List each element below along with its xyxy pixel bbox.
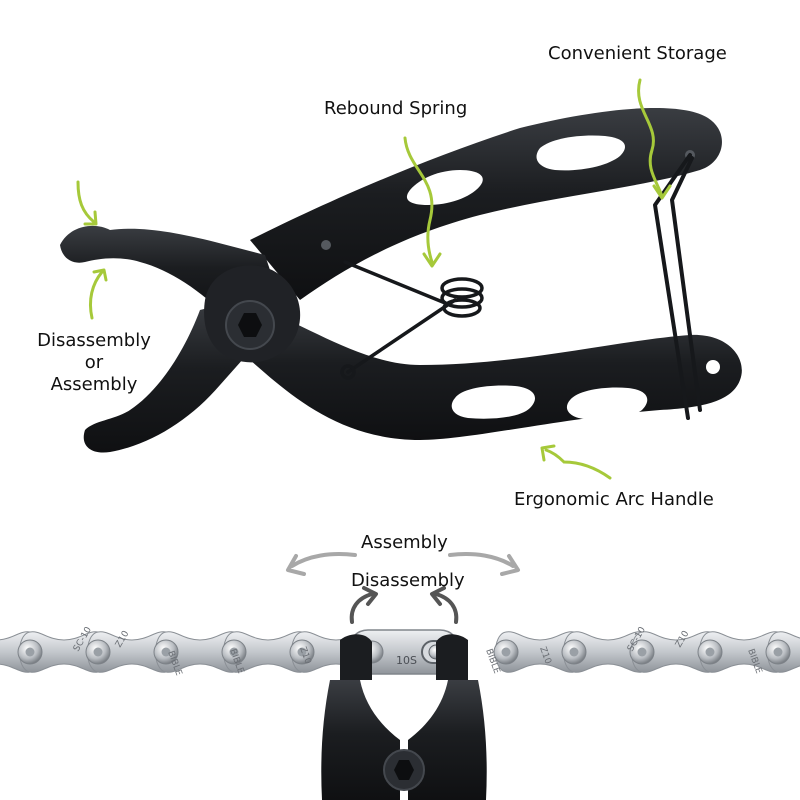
- lower-handle-slot: [566, 387, 648, 420]
- label-line: Assembly: [50, 374, 138, 395]
- chain-plier-tool: [60, 107, 742, 453]
- assembly-arrows: [286, 552, 520, 624]
- arrow-lower-jaw: [88, 268, 108, 320]
- chain-pin-center: [569, 647, 579, 657]
- arrow-storage: [637, 78, 672, 200]
- bottom-jaw-right: [408, 680, 487, 800]
- lower-handle-slot: [451, 385, 535, 419]
- bottom-pivot-bolt: [383, 749, 425, 791]
- label-convenient-storage: Convenient Storage: [548, 43, 727, 64]
- arrow-upper-jaw: [76, 180, 98, 226]
- chain-pin-center: [773, 647, 783, 657]
- label-disassembly: Disassembly: [351, 570, 465, 591]
- chain-pin-center: [25, 647, 35, 657]
- arrow-handle: [540, 444, 612, 480]
- handle-rivet: [321, 240, 331, 250]
- master-link-marking: 10S: [396, 654, 417, 667]
- gray-arrow-right: [448, 552, 515, 568]
- chain-pin-center: [93, 647, 103, 657]
- hanging-hole: [706, 360, 720, 374]
- tool-jaws-bottom: [321, 634, 487, 800]
- label-line: or: [84, 352, 104, 373]
- pivot-bolt: [225, 300, 275, 350]
- annotation-arrows: [76, 78, 672, 480]
- lower-handle: [240, 300, 742, 440]
- upper-handle-slot: [536, 135, 625, 171]
- rebound-spring: [340, 260, 484, 380]
- storage-wire-clip: [653, 153, 702, 420]
- chain-pin-center: [229, 647, 239, 657]
- label-rebound-spring: Rebound Spring: [324, 98, 468, 119]
- arrow-spring: [403, 136, 442, 268]
- chain-pin-center: [705, 647, 715, 657]
- label-line: Disassembly: [37, 330, 151, 351]
- upper-handle-slot: [406, 170, 483, 205]
- chain-pin-center: [501, 647, 511, 657]
- label-disassembly-or-assembly: Disassembly or Assembly: [34, 330, 154, 396]
- label-ergonomic-handle: Ergonomic Arc Handle: [514, 489, 714, 510]
- dark-arrow-left: [349, 592, 374, 624]
- upper-handle: [250, 107, 722, 300]
- chain-pin-center: [297, 647, 307, 657]
- gray-arrow-left: [290, 552, 357, 568]
- chain-pin-center: [161, 647, 171, 657]
- chain-pin-center: [637, 647, 647, 657]
- bottom-jaw-left: [321, 680, 400, 800]
- label-assembly: Assembly: [361, 532, 448, 553]
- dark-arrow-right: [434, 592, 459, 624]
